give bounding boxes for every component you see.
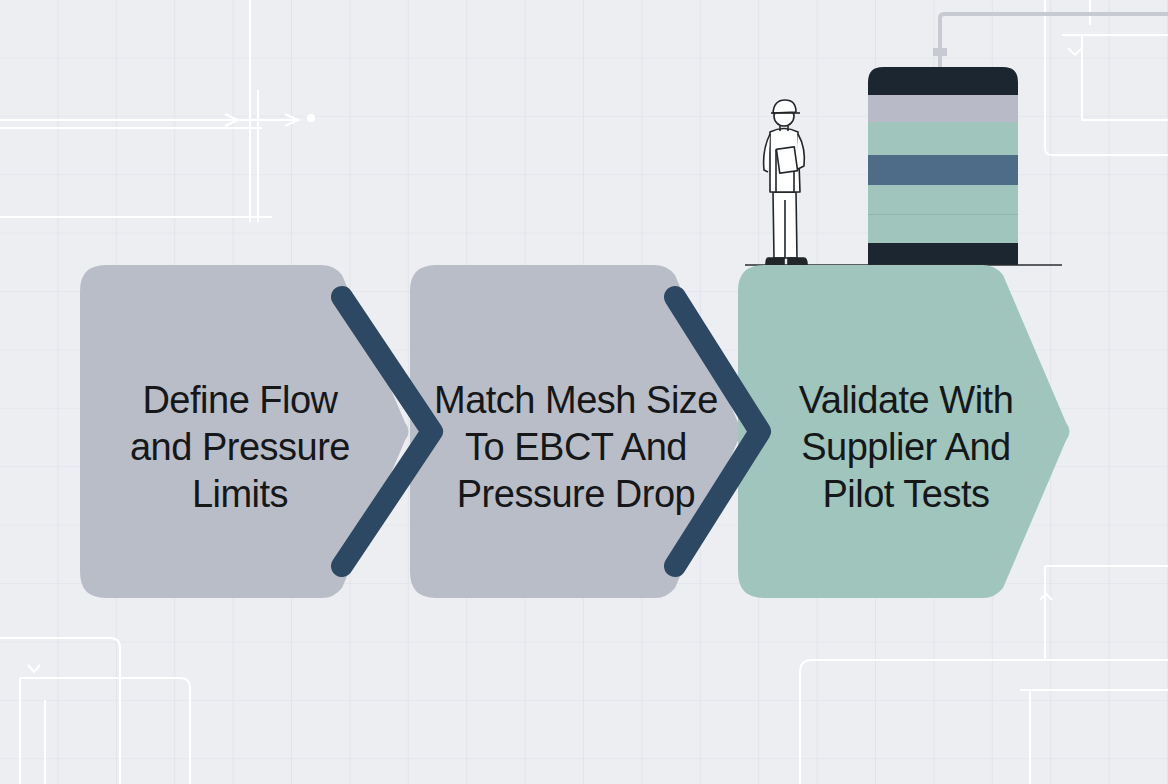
pipe-flange — [933, 48, 947, 56]
process-chevron: Define Flow and Pressure Limits — [80, 265, 412, 598]
process-chevron: Match Mesh Size To EBCT And Pressure Dro… — [410, 265, 745, 598]
chevron-outline — [410, 265, 742, 598]
text-holder: Match Mesh Size To EBCT And Pressure Dro… — [431, 265, 721, 598]
text-holder: Define Flow and Pressure Limits — [125, 265, 355, 598]
step-label: Validate With Supplier And Pilot Tests — [786, 377, 1026, 518]
storage-tank — [868, 67, 1018, 265]
chevron-connector — [675, 297, 760, 566]
circuit-node — [307, 114, 315, 122]
text-holder: Validate With Supplier And Pilot Tests — [786, 265, 1026, 598]
pipe — [940, 14, 1168, 67]
step-label: Define Flow and Pressure Limits — [125, 377, 355, 518]
chevron-outline — [80, 265, 409, 598]
process-chevron: Validate With Supplier And Pilot Tests — [738, 265, 1073, 598]
worker-figure — [764, 100, 807, 265]
chevron-outline — [738, 265, 1070, 598]
chevron-connector — [342, 297, 432, 566]
step-label: Match Mesh Size To EBCT And Pressure Dro… — [431, 377, 721, 518]
